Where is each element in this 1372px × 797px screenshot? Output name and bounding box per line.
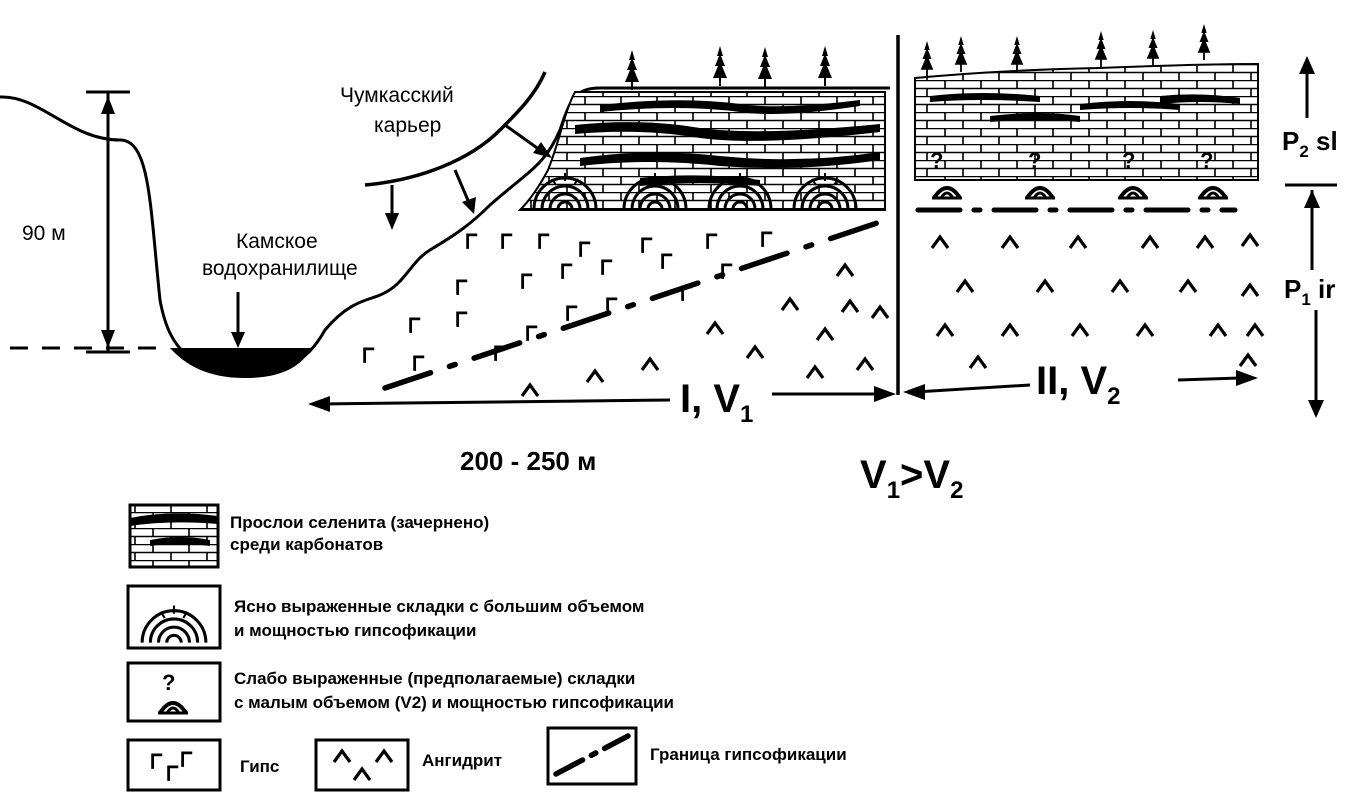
zone2-arrow-left-icon [903, 384, 925, 400]
question-mark: ? [930, 148, 943, 173]
question-mark: ? [1122, 148, 1135, 173]
reservoir-water [170, 348, 312, 378]
spruce-tree-icon [713, 46, 727, 86]
weak-fold-icon [1118, 186, 1148, 200]
legend-weak-folds-line1: Слабо выраженные (предполагаемые) складк… [234, 669, 635, 688]
legend-item-boundary: Граница гипсофикации [546, 726, 847, 786]
quarry-outline-curve [364, 71, 547, 187]
zone2-width-arrow [914, 376, 1241, 394]
legend-clear-folds-line1: Ясно выраженные складки с большим объемо… [234, 597, 644, 616]
reservoir-arrow-icon [231, 332, 245, 348]
legend-boundary-label: Граница гипсофикации [650, 745, 847, 764]
carbonate-layer-zone2 [914, 62, 1259, 181]
height-arrow-up-icon [101, 96, 115, 114]
zone2-label: II, V2 [1036, 359, 1121, 410]
spruce-tree-icon [954, 36, 968, 72]
width-label: 200 - 250 м [460, 446, 596, 476]
spruce-tree-icon [758, 47, 772, 87]
legend-gypsum-label: Гипс [240, 757, 279, 776]
zone1-arrow-left-icon [308, 396, 330, 412]
anhydrite-zone2 [930, 233, 1265, 370]
trees-zone1 [625, 46, 832, 90]
volume-comparison-label: V1>V2 [860, 453, 963, 504]
question-mark: ? [1028, 148, 1041, 173]
weak-fold-icon [1198, 186, 1228, 200]
strat-arrow-down-icon [1308, 400, 1324, 418]
legend-item-anhydrite: Ангидрит [314, 738, 502, 792]
zone1-arrow-right-icon [874, 386, 896, 402]
spruce-tree-icon [920, 41, 934, 77]
height-arrow-down-icon [101, 330, 115, 348]
weak-fold-icon [932, 186, 962, 200]
spruce-tree-icon [1094, 31, 1108, 67]
legend-selenite-line2: среди карбонатов [230, 535, 383, 554]
strat-arrow-up2-icon [1304, 190, 1320, 208]
legend-item-selenite: Прослои селенита (зачернено) среди карбо… [128, 503, 489, 569]
legend-clear-folds-line2: и мощностью гипсофикации [234, 621, 476, 640]
height-label: 90 м [22, 222, 66, 245]
weak-fold-icon [1025, 186, 1055, 200]
selenite-layers-zone2 [930, 93, 1240, 122]
stratum-lower-label: P1 ir [1284, 274, 1335, 309]
quarry-arrow3-icon [533, 142, 552, 158]
weak-folds-zone2: ? ? ? ? [930, 148, 1228, 200]
quarry-arrow1-icon [385, 213, 399, 230]
spruce-tree-icon [818, 46, 832, 86]
spruce-tree-icon [1146, 30, 1160, 66]
zone1-label: I, V1 [680, 377, 753, 428]
gypsification-boundary-zone1 [382, 219, 883, 391]
quarry-arrow2-icon [462, 197, 476, 214]
stratigraphy-arrows [1285, 70, 1337, 405]
height-marker [86, 90, 130, 354]
reservoir-label-line1: Камское [236, 230, 318, 253]
relief-profile-line [0, 86, 890, 372]
zone1-width-arrow [317, 392, 880, 406]
carbonate-layer-zone1 [517, 91, 886, 211]
legend: Прослои селенита (зачернено) среди карбо… [126, 503, 847, 792]
spruce-tree-icon [625, 50, 639, 90]
quarry-label-line2: карьер [374, 114, 441, 137]
spruce-tree-icon [1197, 24, 1211, 60]
legend-item-clear-folds: Ясно выраженные складки с большим объемо… [126, 584, 644, 650]
legend-item-gypsum: Гипс [126, 738, 279, 792]
legend-anhydrite-label: Ангидрит [422, 751, 502, 770]
spruce-tree-icon [1010, 36, 1024, 72]
legend-weak-folds-line2: с малым объемом (V2) и мощностью гипсофи… [234, 693, 674, 712]
strat-arrow-up-icon [1299, 56, 1315, 74]
stratum-upper-label: P2 sl [1282, 126, 1338, 161]
legend-question-mark: ? [162, 670, 175, 695]
legend-item-weak-folds: ? Слабо выраженные (предполагаемые) скла… [126, 661, 674, 723]
quarry-arrows [390, 123, 541, 218]
zone2-arrow-right-icon [1236, 370, 1258, 386]
legend-selenite-line1: Прослои селенита (зачернено) [230, 513, 489, 532]
quarry-label-line1: Чумкасский [340, 84, 454, 107]
reservoir-label-line2: водохранилище [202, 257, 358, 280]
question-mark: ? [1200, 148, 1213, 173]
